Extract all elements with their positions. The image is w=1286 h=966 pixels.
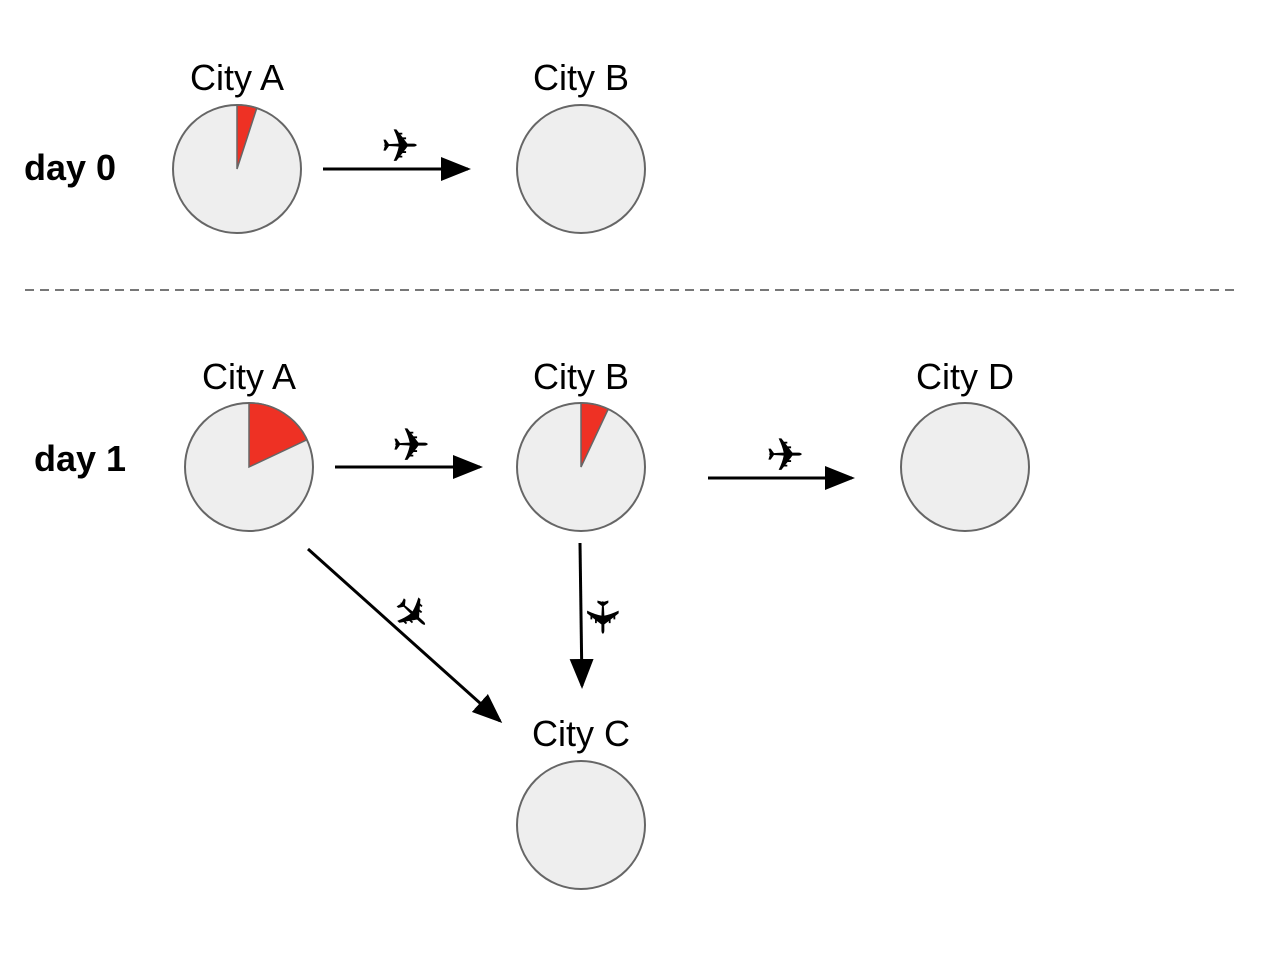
flight-a-to-b-day-1: ✈ bbox=[335, 418, 483, 479]
infected-share-wedge bbox=[580, 402, 610, 468]
city-circle bbox=[516, 104, 646, 234]
day-0-section: day 0 City A City B ✈ bbox=[24, 57, 646, 234]
flight-b-to-d-day-1: ✈ bbox=[708, 428, 855, 490]
city-node-d-day-1: City D bbox=[900, 356, 1030, 532]
flight-arrow bbox=[569, 542, 594, 689]
airplane-icon: ✈ bbox=[575, 598, 629, 637]
city-label: City D bbox=[916, 356, 1014, 397]
city-node-b-day-1: City B bbox=[516, 356, 646, 532]
flight-b-to-c-day-1: ✈ bbox=[569, 542, 629, 689]
flight-a-to-c-day-1: ✈ bbox=[306, 547, 503, 724]
city-circle bbox=[900, 402, 1030, 532]
city-circle bbox=[516, 760, 646, 890]
flight-arrow bbox=[306, 547, 503, 724]
city-node-a-day-1: City A bbox=[184, 356, 314, 532]
airplane-icon: ✈ bbox=[380, 581, 445, 647]
city-label: City B bbox=[533, 356, 629, 397]
airplane-icon: ✈ bbox=[381, 119, 420, 173]
airplane-icon: ✈ bbox=[392, 418, 431, 472]
day-label-0: day 0 bbox=[24, 147, 116, 188]
airplane-icon: ✈ bbox=[766, 428, 805, 482]
city-node-c-day-1: City C bbox=[516, 713, 646, 890]
infected-share-wedge bbox=[248, 402, 308, 469]
city-label: City B bbox=[533, 57, 629, 98]
city-node-b-day-0: City B bbox=[516, 57, 646, 234]
city-node-a-day-0: City A bbox=[172, 57, 302, 234]
day-label-1: day 1 bbox=[34, 438, 126, 479]
city-label: City A bbox=[190, 57, 284, 98]
city-label: City C bbox=[532, 713, 630, 754]
city-label: City A bbox=[202, 356, 296, 397]
infected-share-wedge bbox=[236, 104, 258, 170]
flight-a-to-b-day-0: ✈ bbox=[323, 119, 471, 181]
day-1-section: day 1 City A City B City D City C ✈ bbox=[34, 356, 1030, 890]
